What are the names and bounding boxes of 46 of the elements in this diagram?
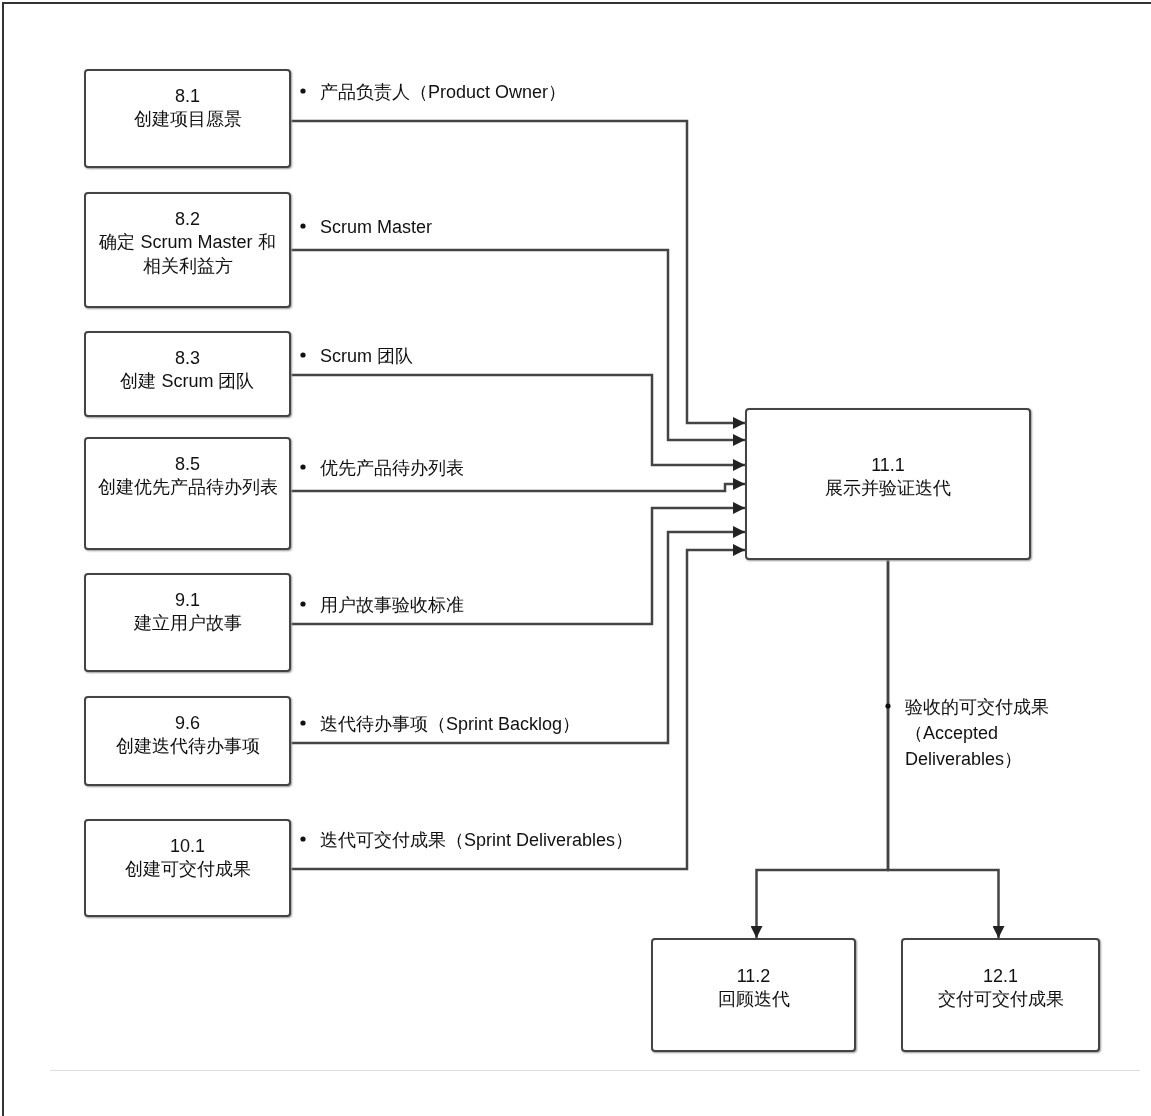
edge-label: 用户故事验收标准	[320, 594, 464, 617]
process-box	[651, 938, 856, 1052]
step-number: 8.5	[175, 453, 200, 476]
step-number: 9.6	[175, 712, 200, 735]
process-box	[84, 69, 291, 168]
step-name: 建立用户故事	[133, 612, 242, 636]
arrow	[291, 248, 745, 446]
step-number: 8.2	[175, 208, 200, 231]
arrow	[291, 502, 745, 626]
edge-label: Scrum 团队	[320, 345, 413, 368]
step-name: 展示并验证迭代	[825, 477, 951, 500]
step-number: 8.3	[175, 347, 200, 370]
arrow	[291, 478, 745, 493]
arrow	[291, 119, 745, 429]
process-box	[84, 437, 291, 550]
process-box	[745, 408, 1031, 560]
process-box	[901, 938, 1100, 1052]
edge-label: 迭代待办事项（Sprint Backlog）	[320, 713, 581, 736]
step-number: 8.1	[175, 85, 200, 108]
process-box	[84, 331, 291, 417]
step-name: 创建项目愿景	[133, 108, 242, 132]
step-name: 创建优先产品待办列表	[97, 476, 278, 500]
arrow	[886, 560, 1005, 938]
process-box	[84, 819, 291, 917]
edge-label: 产品负责人（Product Owner）	[320, 81, 567, 104]
process-box	[84, 696, 291, 786]
step-number: 11.2	[736, 964, 771, 988]
step-name: 创建可交付成果	[124, 858, 251, 882]
process-box	[84, 573, 291, 672]
step-number: 9.1	[175, 589, 200, 612]
edge-label: Scrum Master	[320, 216, 433, 239]
process-box	[84, 192, 291, 308]
step-name: 交付可交付成果	[937, 988, 1064, 1011]
step-name: 回顾迭代	[717, 988, 790, 1011]
step-number: 12.1	[982, 964, 1018, 988]
step-name: 创建迭代待办事项	[115, 735, 260, 759]
step-number: 10.1	[169, 835, 205, 858]
step-name: 确定 Scrum Master 和相关利益方	[98, 231, 277, 278]
edge-label: 优先产品待办列表	[320, 457, 464, 480]
edge-label: 迭代可交付成果（Sprint Deliverables）	[320, 829, 634, 852]
arrow	[291, 526, 745, 745]
arrow	[291, 373, 745, 471]
edge-label: 验收的可交付成果（Accepted Deliverables）	[905, 696, 1050, 772]
step-number: 11.1	[871, 453, 905, 477]
step-name: 创建 Scrum 团队	[120, 370, 255, 394]
arrow	[291, 544, 745, 871]
